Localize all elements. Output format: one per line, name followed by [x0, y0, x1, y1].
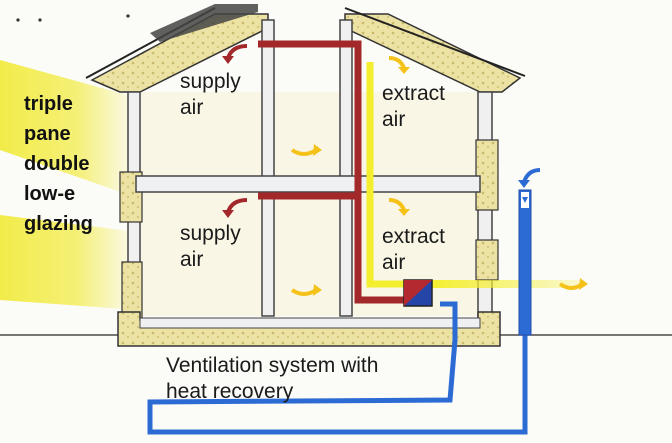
intermediate-floor: [135, 175, 481, 193]
heat-exchanger-icon: [403, 279, 433, 307]
corner-dot: [38, 18, 42, 22]
glazing-label-line4: low-e: [24, 183, 75, 205]
roof-solar-panel: [150, 4, 258, 42]
supply-air-upper-line1: supply: [180, 70, 241, 93]
extract-air-upper-line2: air: [382, 108, 405, 131]
flow-arrow: [558, 278, 588, 290]
outside-air-intake: [518, 189, 532, 336]
corner-dot: [126, 14, 130, 18]
extract-duct: [366, 62, 404, 288]
wall-insulation-right: [475, 139, 499, 211]
supply-air-upper-line2: air: [180, 96, 203, 119]
glazing-label-line5: glazing: [24, 213, 93, 235]
wall-insulation-right-lower: [475, 239, 499, 281]
extract-air-lower-line2: air: [382, 251, 405, 274]
flow-arrow: [290, 144, 322, 156]
flow-arrow: [222, 198, 248, 218]
roof-edge-right: [344, 7, 526, 77]
glazing-label-line3: double: [24, 153, 90, 175]
supply-duct: [258, 40, 404, 304]
extract-air-upper-line1: extract: [382, 82, 445, 105]
exhaust-duct: [430, 280, 580, 288]
glazing-beam-upper: [0, 60, 138, 198]
flow-arrow: [388, 56, 410, 74]
caption-line1: Ventilation system with: [166, 354, 378, 377]
glazing-label-line1: triple: [24, 93, 73, 115]
corner-dot: [16, 18, 20, 22]
foundation-insulation: [117, 311, 501, 347]
supply-air-lower-line2: air: [180, 248, 203, 271]
extract-air-lower-line1: extract: [382, 225, 445, 248]
flow-arrow: [518, 168, 541, 188]
glazing-label-line2: pane: [24, 123, 71, 145]
flow-arrow: [290, 284, 322, 296]
supply-air-lower-line1: supply: [180, 222, 241, 245]
room-interior: [140, 92, 480, 316]
ground-slab: [139, 317, 481, 329]
interior-wall-left: [261, 19, 275, 317]
glazing-beam-lower: [0, 215, 138, 310]
interior-wall-right: [339, 19, 353, 317]
intake-arrowhead: [522, 197, 528, 203]
caption-line2: heat recovery: [166, 380, 294, 403]
flow-arrow: [388, 198, 410, 216]
ground-heat-exchanger-pipe: [147, 210, 528, 435]
flow-arrow: [222, 44, 248, 64]
